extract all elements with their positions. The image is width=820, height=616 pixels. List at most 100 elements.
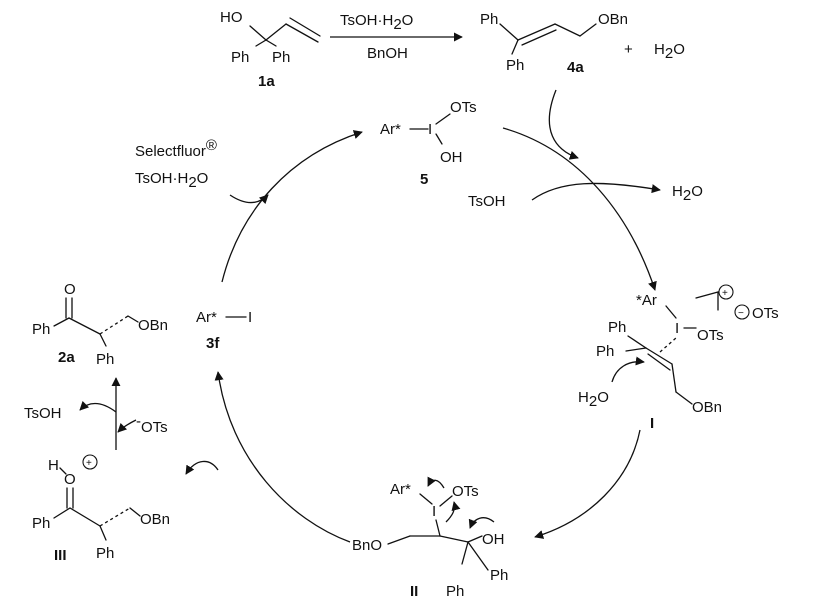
plus-sign: +	[722, 288, 728, 299]
bond	[127, 315, 139, 323]
tsoh-water-exchange: TsOH H2O	[468, 182, 703, 210]
reagent-top-label: TsOH·H2O	[340, 12, 413, 33]
bond	[99, 333, 107, 347]
intermediate-label-III: III	[54, 547, 67, 564]
compound-3f: Ar* I 3f	[196, 309, 252, 352]
product-release-arrow	[185, 460, 219, 475]
compound-label-2a: 2a	[58, 349, 75, 366]
cycle-arrow-5-to-I	[502, 127, 657, 291]
ph-bottom-label: Ph	[446, 583, 464, 600]
bond	[625, 347, 647, 352]
oxidant-arrow	[229, 194, 269, 205]
iodine-label: I	[432, 503, 436, 520]
obn-label: OBn	[692, 399, 722, 416]
substrate-entry-arrow	[548, 89, 579, 160]
bond	[285, 23, 319, 43]
reactant-1a: HO Ph Ph 1a	[220, 9, 321, 90]
bond	[53, 317, 70, 327]
compound-label-1a: 1a	[258, 73, 275, 90]
reagent-bottom-label: BnOH	[367, 45, 408, 62]
compound-label-5: 5	[420, 171, 428, 188]
plus-charge	[718, 284, 734, 300]
bond	[645, 347, 673, 365]
ots-counter-label: OTs	[752, 305, 779, 322]
migration-arrow	[445, 501, 461, 523]
bond	[461, 541, 469, 565]
bond	[439, 495, 453, 507]
iodine-label: I	[675, 320, 679, 337]
ph-top-label: Ph	[608, 319, 626, 336]
oxidant-entry: Selectfluor® TsOH·H2O	[135, 137, 269, 205]
reaction-arrow-top: TsOH·H2O BnOH	[330, 12, 463, 62]
dashed-bond	[659, 337, 677, 353]
plus-sign: +	[624, 41, 633, 58]
ph-right-label: Ph	[490, 567, 508, 584]
hydroxyl-arrow	[468, 517, 495, 529]
obn-label: OBn	[140, 511, 170, 528]
tsoh-right-label: TsOH	[468, 193, 506, 210]
bond	[249, 25, 267, 41]
bond	[671, 363, 677, 393]
cycle-arrow-II-to-3f	[214, 371, 351, 543]
intermediate-I: *Ar I OTs + − OTs Ph Ph OBn H2O I	[578, 284, 779, 432]
ots-anion-label: -OTs	[136, 413, 168, 436]
bond	[499, 23, 519, 41]
bond	[675, 391, 693, 405]
intermediate-label-II: II	[410, 583, 418, 600]
bond	[439, 535, 469, 543]
bond	[435, 519, 441, 537]
ots-attack-arrow	[117, 419, 137, 433]
tsoh-left-label: TsOH	[24, 405, 62, 422]
iodine-label: I	[428, 121, 432, 138]
cycle-arrow-3f-to-5	[221, 130, 363, 283]
ar-star-label: Ar*	[380, 121, 401, 138]
bond	[69, 507, 101, 527]
obn-label: OBn	[598, 11, 628, 28]
minus-charge	[734, 304, 750, 320]
compound-5: Ar* I OTs OH 5	[380, 99, 477, 188]
bond	[467, 541, 489, 571]
o-label: O	[64, 471, 76, 488]
ar-star-label: Ar*	[196, 309, 217, 326]
iodine-label: I	[248, 309, 252, 326]
ho-label: HO	[220, 9, 243, 26]
h2o-right-label: H2O	[672, 183, 703, 204]
bond	[129, 507, 141, 517]
ots-label: OTs	[697, 327, 724, 344]
water-label: H2O	[654, 41, 685, 62]
bond	[467, 535, 483, 543]
product-2a: O Ph OBn Ph 2a	[32, 281, 168, 368]
intermediate-label-I: I	[650, 415, 654, 432]
nucleophilic-attack-arrow	[611, 356, 645, 383]
bond	[435, 113, 451, 125]
bond	[435, 133, 443, 145]
bond	[521, 29, 557, 46]
ots-label: OTs	[452, 483, 479, 500]
stereo-bond	[99, 315, 129, 335]
bond	[579, 23, 597, 37]
ph-right-label: Ph	[272, 49, 290, 66]
ph-left-label: Ph	[32, 515, 50, 532]
deprotonation-step: TsOH -OTs	[24, 377, 168, 450]
bond	[53, 507, 71, 519]
tsoh-h2o-label: TsOH·H2O	[135, 170, 208, 191]
ph-bottom-label: Ph	[506, 57, 524, 74]
bond	[387, 535, 411, 545]
obn-label: OBn	[138, 317, 168, 334]
intermediate-II: Ar* I OTs BnO OH Ph Ph II	[352, 476, 508, 600]
oh-label: OH	[482, 531, 505, 548]
ots-label: OTs	[450, 99, 477, 116]
bond	[265, 39, 277, 47]
cycle-arrow-I-to-II	[534, 429, 641, 539]
oh-label: OH	[440, 149, 463, 166]
bond	[511, 39, 519, 55]
o-label: O	[64, 281, 76, 298]
bno-label: BnO	[352, 537, 382, 554]
bond	[627, 335, 647, 349]
bond	[99, 525, 107, 541]
ar-star-label: Ar*	[390, 481, 411, 498]
bond	[665, 305, 677, 319]
ph-left-label: Ph	[32, 321, 50, 338]
water-label: H2O	[578, 389, 609, 410]
